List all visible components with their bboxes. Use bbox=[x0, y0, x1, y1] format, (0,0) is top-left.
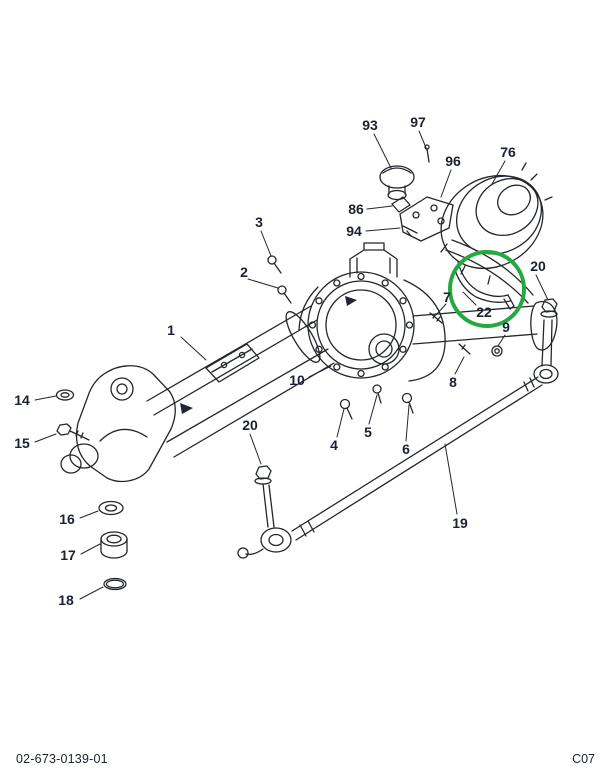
callout-19: 19 bbox=[452, 515, 468, 531]
leader-lines bbox=[34, 130, 549, 600]
callout-2: 2 bbox=[240, 264, 248, 280]
hardware-sketch bbox=[55, 255, 558, 591]
axle-beam-sketch bbox=[146, 305, 538, 458]
callout-16: 16 bbox=[59, 511, 75, 527]
callout-18: 18 bbox=[58, 592, 74, 608]
callout-1: 1 bbox=[167, 322, 175, 338]
callout-3: 3 bbox=[255, 214, 263, 230]
callout-86: 86 bbox=[348, 201, 364, 217]
callout-15: 15 bbox=[14, 435, 30, 451]
callout-76: 76 bbox=[500, 144, 516, 160]
direction-arrow-icons bbox=[180, 296, 357, 414]
callout-22: 22 bbox=[476, 304, 492, 320]
callout-93: 93 bbox=[362, 117, 378, 133]
callout-8: 8 bbox=[449, 374, 457, 390]
yoke-sketch bbox=[60, 365, 177, 483]
callout-97: 97 bbox=[410, 114, 426, 130]
highlight-circle bbox=[448, 250, 526, 328]
page-code: C07 bbox=[572, 752, 595, 766]
callout-10: 10 bbox=[289, 372, 305, 388]
callout-20-left: 20 bbox=[242, 417, 258, 433]
diff-carrier-sketch bbox=[298, 242, 446, 382]
tie-rod-sketch bbox=[237, 319, 559, 559]
breather-cap-sketch bbox=[379, 144, 430, 201]
bracket-sketch bbox=[391, 196, 454, 242]
callout-5: 5 bbox=[364, 424, 372, 440]
callout-94: 94 bbox=[346, 223, 362, 239]
callout-96: 96 bbox=[445, 153, 461, 169]
callout-17: 17 bbox=[60, 547, 76, 563]
document-number: 02-673-0139-01 bbox=[16, 752, 108, 766]
callout-6: 6 bbox=[402, 441, 410, 457]
callout-20-right: 20 bbox=[530, 258, 546, 274]
callout-7: 7 bbox=[443, 289, 451, 305]
callout-14: 14 bbox=[14, 392, 30, 408]
air-chamber-sketch bbox=[440, 162, 553, 310]
callout-9: 9 bbox=[502, 319, 510, 335]
callout-4: 4 bbox=[330, 437, 338, 453]
